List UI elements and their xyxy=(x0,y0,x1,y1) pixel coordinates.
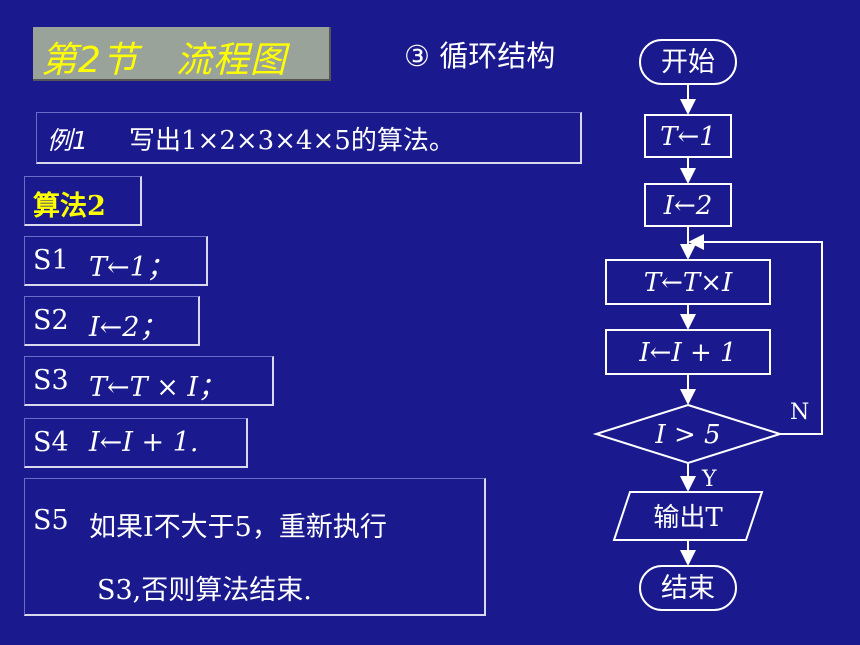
flow-i-init-label: I←2 xyxy=(663,191,713,221)
step-s3-text: T←T × I； xyxy=(89,372,226,403)
flow-yes-label: Y xyxy=(701,467,717,492)
step-s2-id: S2 xyxy=(33,305,69,336)
step-s3-id: S3 xyxy=(33,365,69,396)
step-s1-text: T←1； xyxy=(89,252,174,283)
step-s2-text: I←2； xyxy=(89,312,167,343)
example-text: 写出1×2×3×4×5的算法。 xyxy=(129,126,455,156)
step-s5: S5 如果I不大于5，重新执行 S3,否则算法结束. xyxy=(24,478,486,616)
step-s1-id: S1 xyxy=(33,245,69,276)
flow-start-label: 开始 xyxy=(661,47,715,78)
flow-loop-back-arrow xyxy=(688,234,823,435)
flow-output-shape xyxy=(612,491,764,541)
flow-increment-label: I←I + 1 xyxy=(638,338,736,368)
step-s5-line1: 如果I不大于5，重新执行 xyxy=(89,512,387,543)
step-s4-id: S4 xyxy=(33,427,69,458)
step-s4: S4 I←I + 1. xyxy=(24,418,248,468)
example-box: 例1 写出1×2×3×4×5的算法。 xyxy=(36,112,582,164)
section-title-banner: 第2节 流程图 xyxy=(33,27,331,81)
step-s4-text: I←I + 1. xyxy=(89,427,199,458)
algorithm-label: 算法2 xyxy=(33,191,106,222)
step-s5-id: S5 xyxy=(33,505,69,536)
step-s3: S3 T←T × I； xyxy=(24,356,274,406)
algorithm-label-box: 算法2 xyxy=(24,176,142,226)
flow-no-label: N xyxy=(790,400,809,425)
flow-output-label: 输出T xyxy=(653,503,723,533)
flow-end-shape xyxy=(639,565,737,611)
example-label: 例1 xyxy=(47,126,88,155)
step-s2: S2 I←2； xyxy=(24,296,200,346)
flow-multiply-label: T←T×I xyxy=(644,268,733,298)
step-s1: S1 T←1； xyxy=(24,236,208,286)
section-title: 第2节 流程图 xyxy=(41,40,287,81)
flow-end-label: 结束 xyxy=(661,573,715,604)
flow-t-init-label: T←1 xyxy=(660,122,716,152)
flow-condition-label: I > 5 xyxy=(654,420,720,450)
subtitle: ③ 循环结构 xyxy=(404,39,556,73)
step-s5-line2: S3,否则算法结束. xyxy=(97,575,312,606)
